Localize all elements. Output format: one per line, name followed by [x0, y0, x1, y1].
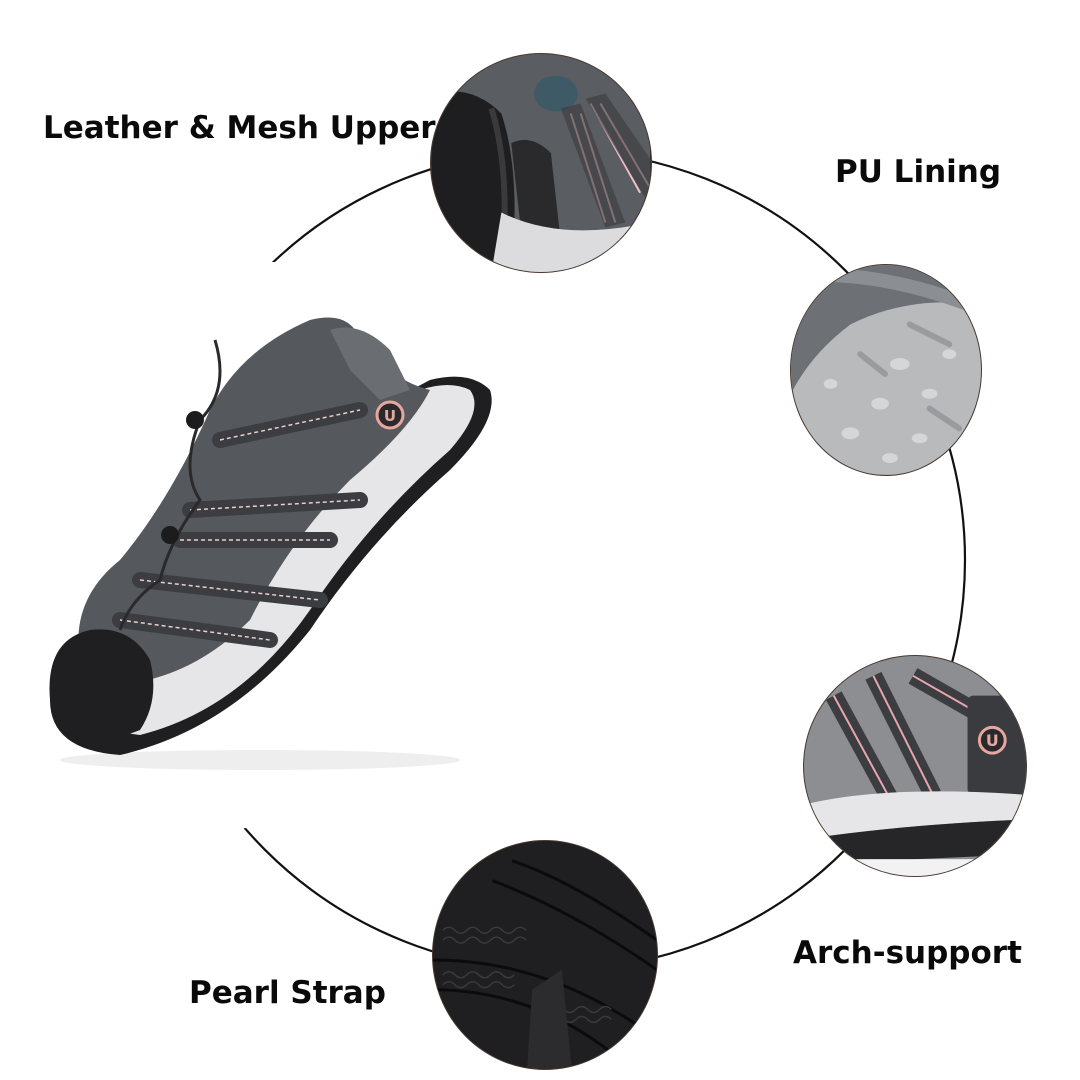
- toe-cap-closeup-image: [432, 54, 651, 272]
- label-leather-mesh-upper: Leather & Mesh Upper: [43, 110, 436, 146]
- brand-logo-icon: U: [384, 407, 396, 425]
- midsole-closeup-image: U: [804, 656, 1026, 876]
- insole-closeup-image: [791, 265, 981, 475]
- detail-circle-arch: U: [803, 655, 1027, 877]
- brand-logo-icon: U: [986, 731, 999, 750]
- label-pearl-strap: Pearl Strap: [189, 975, 386, 1011]
- label-arch-support: Arch-support: [793, 935, 1022, 971]
- detail-circle-strap: [432, 840, 658, 1070]
- detail-circle-lining: [790, 264, 982, 476]
- detail-circle-upper: [430, 53, 652, 273]
- outsole-tread-closeup-image: [433, 841, 657, 1069]
- label-pu-lining: PU Lining: [835, 154, 1002, 190]
- product-image-sandal: U: [30, 280, 510, 780]
- sandal-illustration: U: [49, 317, 492, 770]
